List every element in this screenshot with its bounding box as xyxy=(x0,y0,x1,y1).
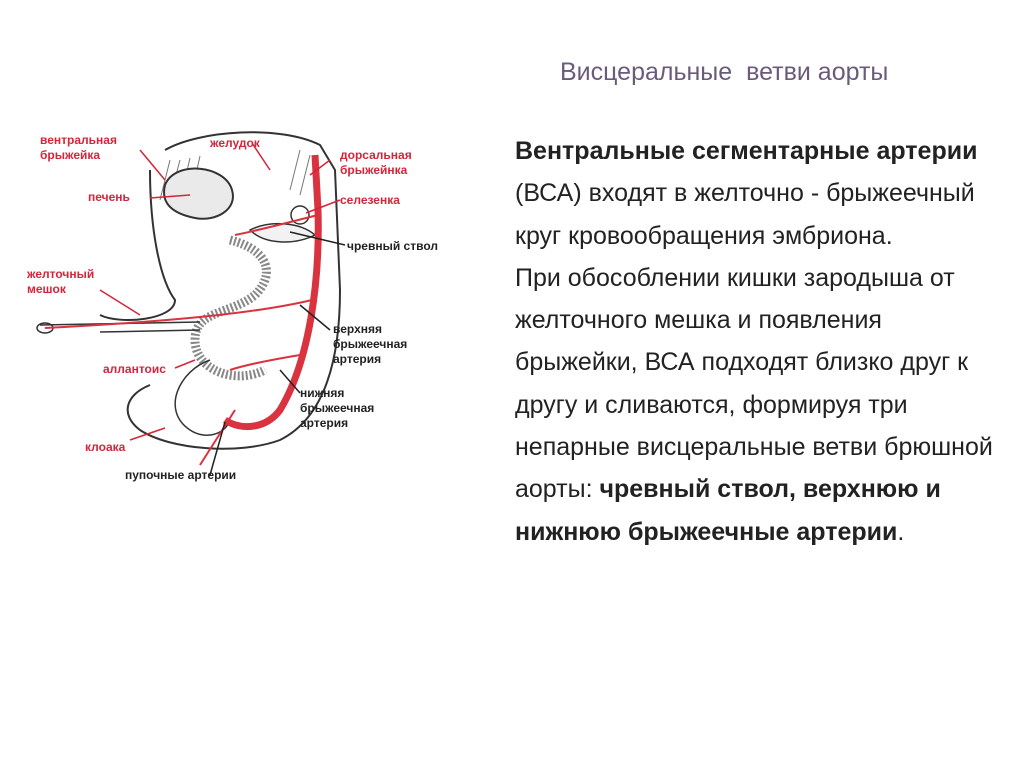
label-ventral-mesentery: вентральная брыжейка xyxy=(40,133,117,163)
label-inferior-mesenteric-l2: брыжеечная xyxy=(300,401,374,416)
label-spleen: селезенка xyxy=(340,193,400,208)
label-cloaca: клоака xyxy=(85,440,125,455)
liver-shape xyxy=(164,169,233,219)
label-superior-mesenteric-l2: брыжеечная xyxy=(333,337,407,352)
label-allantois: аллантоис xyxy=(103,362,166,377)
p1-bold: Вентральные сегментарные артерии xyxy=(515,137,977,165)
paragraph-2: При обособлении кишки зародыша от желточ… xyxy=(475,257,995,553)
allantois-curve xyxy=(175,360,230,435)
umbilical-artery xyxy=(200,410,235,465)
black-leader-lines xyxy=(210,232,345,475)
label-dorsal-mesentery: дорсальная брыжейнка xyxy=(340,148,412,178)
paragraph-1: Вентральные сегментарные артерии (ВСА) в… xyxy=(475,130,995,257)
label-stomach: желудок xyxy=(210,136,260,151)
gut-loop xyxy=(195,240,266,376)
label-superior-mesenteric: верхняя брыжеечная артерия xyxy=(333,322,407,367)
label-ventral-mesentery-l1: вентральная xyxy=(40,133,117,148)
label-umbilical-arteries: пупочные артерии xyxy=(125,468,236,483)
label-inferior-mesenteric: нижняя брыжеечная артерия xyxy=(300,386,374,431)
body-text: Вентральные сегментарные артерии (ВСА) в… xyxy=(475,130,995,553)
p2-end: . xyxy=(897,518,904,546)
label-superior-mesenteric-l1: верхняя xyxy=(333,322,407,337)
p2-plain: При обособлении кишки зародыша от желточ… xyxy=(515,264,993,503)
label-yolk-sac-l1: желточный xyxy=(27,267,94,282)
label-dorsal-mesentery-l2: брыжейнка xyxy=(340,163,412,178)
label-celiac-trunk: чревный ствол xyxy=(347,239,438,254)
label-yolk-sac-l2: мешок xyxy=(27,282,94,297)
label-inferior-mesenteric-l3: артерия xyxy=(300,416,374,431)
label-superior-mesenteric-l3: артерия xyxy=(333,352,407,367)
slide-title: Висцеральные ветви аорты xyxy=(560,58,888,87)
inferior-mesenteric-branch xyxy=(230,355,300,370)
label-liver: печень xyxy=(88,190,130,205)
label-dorsal-mesentery-l1: дорсальная xyxy=(340,148,412,163)
label-inferior-mesenteric-l1: нижняя xyxy=(300,386,374,401)
stomach-shape xyxy=(250,224,315,242)
embryo-diagram: вентральная брыжейка желудок дорсальная … xyxy=(0,110,480,510)
label-yolk-sac: желточный мешок xyxy=(27,267,94,297)
label-ventral-mesentery-l2: брыжейка xyxy=(40,148,117,163)
p1-rest: (ВСА) входят в желточно - брыжеечный кру… xyxy=(515,179,975,249)
